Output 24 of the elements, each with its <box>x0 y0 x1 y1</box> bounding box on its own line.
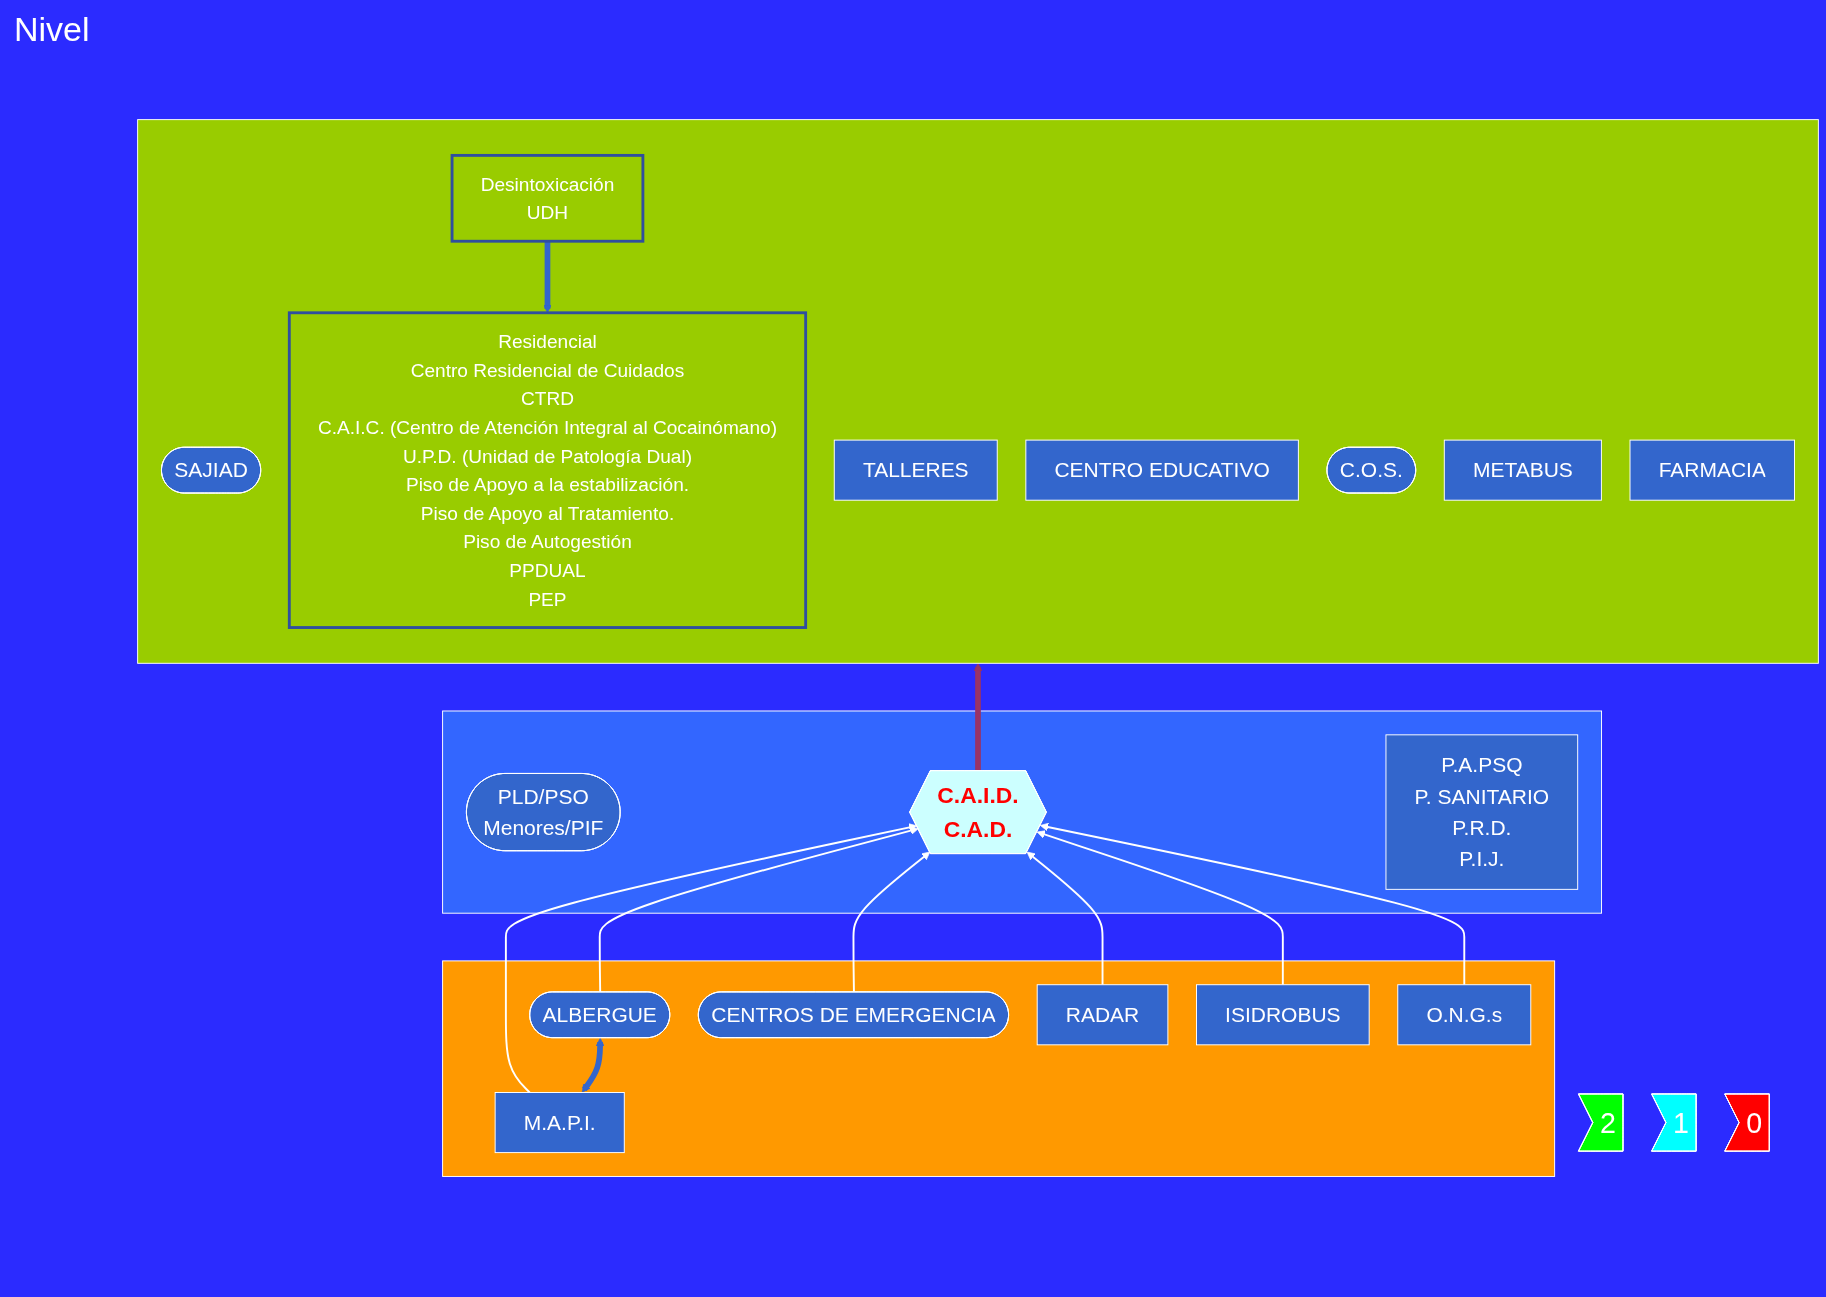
cluster <box>442 710 1602 915</box>
node-box: RADAR <box>1036 984 1169 1046</box>
arrow <box>581 1038 605 1094</box>
arrow <box>543 241 552 314</box>
arrow <box>598 827 919 994</box>
node-box: CENTRO EDUCATIVO <box>1025 440 1299 502</box>
node-box: TALLERES <box>833 440 998 502</box>
arrow <box>1026 852 1104 987</box>
arrow <box>1036 830 1284 987</box>
node-box: METABUS <box>1443 440 1602 502</box>
arrow <box>504 823 918 1094</box>
cluster <box>442 960 1556 1178</box>
level-heading: Nivel <box>14 10 90 49</box>
node-box: Desintoxicación UDH <box>450 154 645 244</box>
node-box: FARMACIA <box>1629 440 1795 502</box>
node-box: M.A.P.I. <box>494 1092 625 1154</box>
arrow <box>852 852 931 994</box>
node-box: O.N.G.s <box>1397 984 1532 1046</box>
cluster <box>137 119 1819 665</box>
node-box: Residencial Centro Residencial de Cuidados CTRD C.A.I.C. (Centro de Atención Integral al Cocainómano) U.P.D. (Unidad de Patología Dual) Piso de Apoyo a la estabilización. Piso de Apoyo al Tratamiento. Piso de Autogestión PPDUAL PEP <box>287 311 808 630</box>
arrow <box>973 663 983 772</box>
node-box: ISIDROBUS <box>1196 984 1370 1046</box>
arrow <box>1040 823 1466 987</box>
node-box: P.A.PSQ P. SANITARIO P.R.D. P.I.J. <box>1385 734 1579 891</box>
